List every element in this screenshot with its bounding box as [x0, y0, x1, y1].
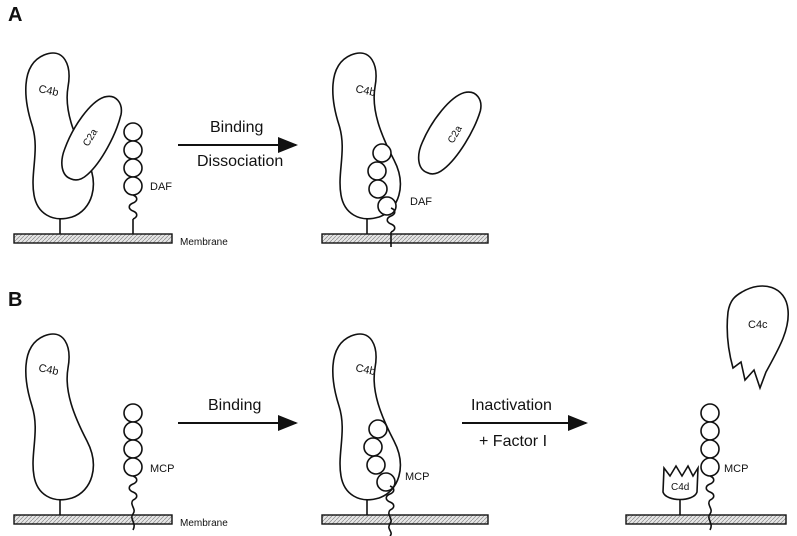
panel-a-arrow-bottom: Dissociation [197, 153, 283, 170]
panel-b-arrow-2-bottom: + Factor I [479, 433, 547, 450]
panel-b-label: B [8, 289, 22, 311]
c4b-molecule [26, 334, 94, 500]
mcp-label: MCP [724, 463, 748, 475]
panel-a-label: A [8, 4, 22, 26]
membrane [14, 515, 172, 524]
membrane [322, 234, 488, 243]
mcp-label: MCP [150, 463, 174, 475]
panel-a-state-2: C4b DAF C2a [322, 53, 501, 247]
panel-b-state-2: C4b MCP [322, 334, 488, 536]
panel-b-arrow-1-top: Binding [208, 397, 261, 414]
daf-label: DAF [150, 181, 172, 193]
c4c-label: C4c [748, 319, 768, 331]
daf-protein [124, 123, 142, 234]
mcp-protein [701, 404, 719, 530]
membrane [322, 515, 488, 524]
membrane-label: Membrane [180, 237, 228, 248]
membrane-label: Membrane [180, 518, 228, 529]
c4c-fragment [727, 286, 788, 388]
panel-b-arrow-2-top: Inactivation [471, 397, 552, 414]
mcp-label: MCP [405, 471, 429, 483]
panel-b-state-3: C4c C4d MCP [626, 286, 788, 530]
panel-a-arrow-top: Binding [210, 119, 263, 136]
membrane [14, 234, 172, 243]
mcp-protein [124, 404, 142, 530]
c4b-molecule [333, 53, 401, 219]
panel-b-state-1: C4b MCP Membrane [14, 334, 228, 530]
daf-label: DAF [410, 196, 432, 208]
c4d-label: C4d [671, 482, 689, 493]
membrane [626, 515, 786, 524]
panel-a-state-1: C4b C2a DAF Membrane [14, 53, 228, 248]
